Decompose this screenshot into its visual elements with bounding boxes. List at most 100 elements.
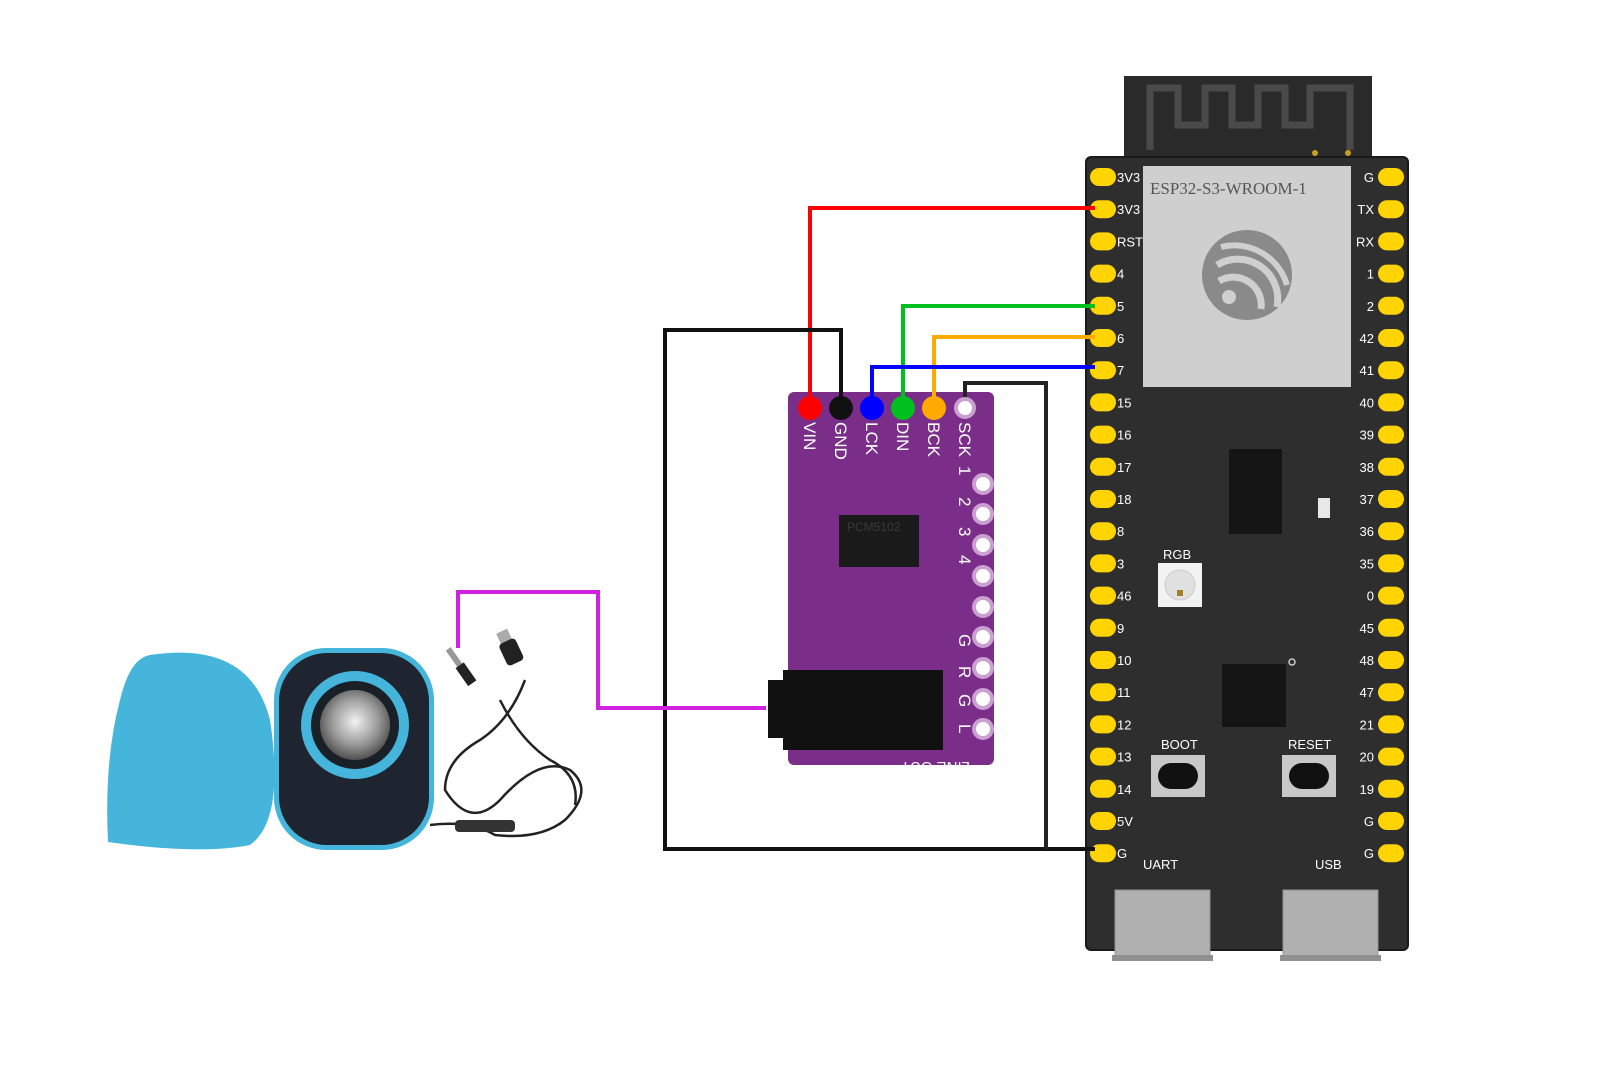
antenna-dot <box>1312 150 1318 156</box>
right-pin-label: 45 <box>1360 621 1374 636</box>
dac-side-pad[interactable] <box>972 657 994 679</box>
left-pin-pad[interactable] <box>1090 264 1116 283</box>
boot-label: BOOT <box>1161 737 1198 752</box>
left-pin-label: 14 <box>1117 782 1131 797</box>
dac-pin-sck[interactable] <box>954 397 976 419</box>
right-pin-pad[interactable] <box>1378 812 1404 830</box>
left-pin-label: 12 <box>1117 717 1131 732</box>
left-pin-pad[interactable] <box>1090 618 1116 637</box>
left-pin-pad[interactable] <box>1090 715 1116 734</box>
left-pin-pad[interactable] <box>1090 296 1116 315</box>
left-pin-pad[interactable] <box>1090 844 1116 863</box>
right-pin-label: 1 <box>1367 267 1374 282</box>
right-pin-pad[interactable] <box>1378 232 1404 251</box>
right-pin-pad[interactable] <box>1378 651 1404 669</box>
right-pin-pad[interactable] <box>1378 200 1404 219</box>
right-pin-label: 40 <box>1360 395 1374 410</box>
right-pin-pad[interactable] <box>1378 747 1404 766</box>
left-pin-pad[interactable] <box>1090 812 1116 830</box>
dac-pin-label: VIN <box>800 422 819 450</box>
wire-lck <box>870 365 1095 406</box>
dac-pin-lck[interactable] <box>860 396 884 420</box>
line-out-jack[interactable] <box>768 670 943 750</box>
right-pin-pad[interactable] <box>1378 329 1404 347</box>
right-pin-pad[interactable] <box>1378 425 1404 444</box>
right-pin-pad[interactable] <box>1378 393 1404 412</box>
dac-pin-bck[interactable] <box>922 396 946 420</box>
right-pin-label: 19 <box>1360 782 1374 797</box>
left-pin-pad[interactable] <box>1090 586 1116 605</box>
pcm5102-chip <box>839 515 919 567</box>
right-pin-pad[interactable] <box>1378 168 1404 186</box>
left-pin-label: 46 <box>1117 589 1131 604</box>
wire-vin <box>808 206 1095 406</box>
left-pin-pad[interactable] <box>1090 329 1116 347</box>
right-pin-pad[interactable] <box>1378 618 1404 637</box>
right-pin-pad[interactable] <box>1378 522 1404 541</box>
left-pin-label: 10 <box>1117 653 1131 668</box>
right-pin-pad[interactable] <box>1378 779 1404 798</box>
left-pin-label: 8 <box>1117 524 1124 539</box>
dac-side-pad[interactable] <box>972 473 994 495</box>
left-pin-pad[interactable] <box>1090 393 1116 412</box>
right-pin-pad[interactable] <box>1378 457 1404 476</box>
left-pin-label: 13 <box>1117 750 1131 765</box>
right-pin-pad[interactable] <box>1378 361 1404 380</box>
dac-pin-din[interactable] <box>891 396 915 420</box>
left-pin-label: 5 <box>1117 299 1124 314</box>
right-pin-pad[interactable] <box>1378 715 1404 734</box>
uart-usb-port[interactable] <box>1112 889 1213 961</box>
dac-side-pad[interactable] <box>972 626 994 648</box>
dac-pin-label: GND <box>831 422 850 460</box>
left-pin-pad[interactable] <box>1090 651 1116 669</box>
right-pin-pad[interactable] <box>1378 264 1404 283</box>
rgb-label: RGB <box>1163 547 1191 562</box>
right-pin-pad[interactable] <box>1378 844 1404 863</box>
dac-pin-vin[interactable] <box>798 396 822 420</box>
right-pin-label: 20 <box>1360 750 1374 765</box>
wire-sck <box>963 381 1048 849</box>
left-pin-pad[interactable] <box>1090 457 1116 476</box>
left-pin-pad[interactable] <box>1090 554 1116 573</box>
dac-pin-gnd[interactable] <box>829 396 853 420</box>
reset-button[interactable] <box>1282 755 1336 797</box>
right-pin-label: 35 <box>1360 556 1374 571</box>
left-pin-pad[interactable] <box>1090 490 1116 508</box>
right-pin-pad[interactable] <box>1378 296 1404 315</box>
wire-gnd <box>663 328 1095 851</box>
module-label: ESP32-S3-WROOM-1 <box>1150 179 1307 198</box>
left-pin-pad[interactable] <box>1090 361 1116 380</box>
ldo-chip <box>1222 664 1286 727</box>
dac-side-pad[interactable] <box>972 596 994 618</box>
left-pin-label: 5V <box>1117 814 1133 829</box>
line-out-label: LINE OUT <box>901 758 970 775</box>
left-pin-pad[interactable] <box>1090 168 1116 186</box>
right-pin-pad[interactable] <box>1378 683 1404 702</box>
left-pin-pad[interactable] <box>1090 522 1116 541</box>
right-pin-label: G <box>1364 170 1374 185</box>
speaker-side-cap <box>107 652 275 850</box>
dac-side-pad[interactable] <box>972 718 994 740</box>
chip-label: PCM5102 <box>847 520 901 534</box>
dac-side-label: 3 <box>955 527 974 536</box>
dac-side-pad[interactable] <box>972 534 994 556</box>
left-pin-pad[interactable] <box>1090 232 1116 251</box>
dac-side-pad[interactable] <box>972 688 994 710</box>
dac-side-pad[interactable] <box>972 565 994 587</box>
left-pin-pad[interactable] <box>1090 747 1116 766</box>
boot-button[interactable] <box>1151 755 1205 797</box>
right-pin-label: 41 <box>1360 363 1374 378</box>
right-pin-pad[interactable] <box>1378 586 1404 605</box>
right-pin-pad[interactable] <box>1378 490 1404 508</box>
left-pin-pad[interactable] <box>1090 779 1116 798</box>
left-pin-pad[interactable] <box>1090 683 1116 702</box>
right-pin-pad[interactable] <box>1378 554 1404 573</box>
dac-side-pad[interactable] <box>972 503 994 525</box>
left-pin-pad[interactable] <box>1090 425 1116 444</box>
left-pin-pad[interactable] <box>1090 200 1116 219</box>
usb-port[interactable] <box>1280 889 1381 961</box>
